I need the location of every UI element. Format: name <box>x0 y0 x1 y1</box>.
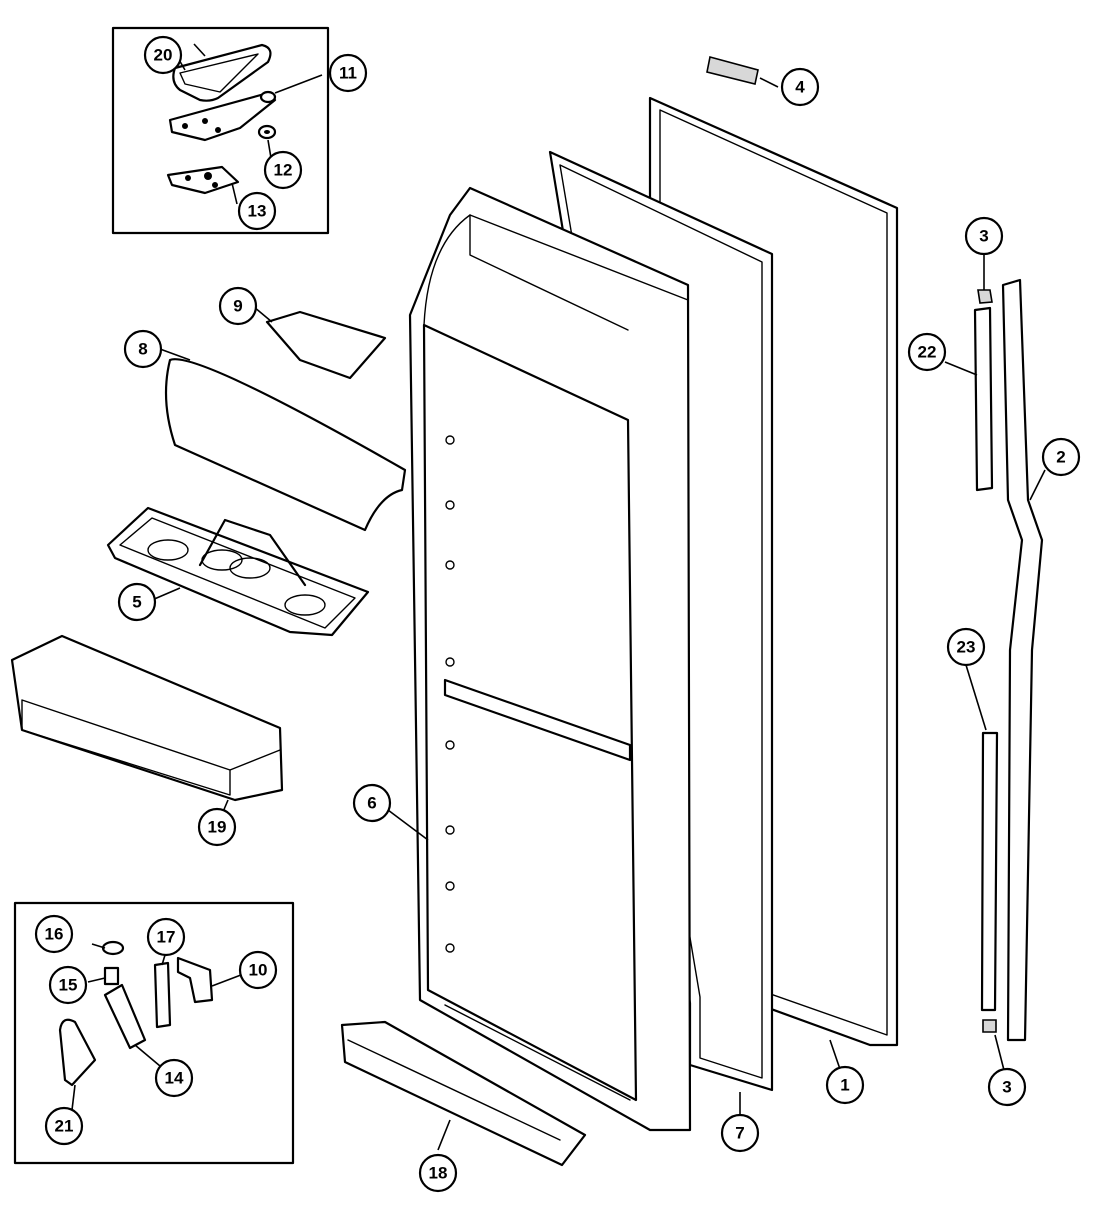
callout-13: 13 <box>237 191 277 231</box>
callout-22-label: 22 <box>918 343 937 362</box>
callout-6-label: 6 <box>367 794 376 813</box>
lower-hinge-inset-box <box>13 901 295 1165</box>
callout-10-label: 10 <box>249 961 268 980</box>
callout-13-label: 13 <box>248 202 267 221</box>
callout-19-label: 19 <box>208 818 227 837</box>
callout-2: 2 <box>1041 437 1081 477</box>
callout-17-label: 17 <box>157 928 176 947</box>
callout-8: 8 <box>123 329 163 369</box>
callout-10: 10 <box>238 950 278 990</box>
handle-mount-strip-lower <box>980 731 999 1012</box>
callout-20-label: 20 <box>154 46 173 65</box>
shelf-cover-part <box>164 358 407 532</box>
callout-3-top-label: 3 <box>979 227 988 246</box>
callout-19: 19 <box>197 807 237 847</box>
handle-mount-strip-upper <box>973 306 994 492</box>
door-bin-part <box>10 634 284 802</box>
callout-16: 16 <box>34 914 74 954</box>
callout-23-label: 23 <box>957 638 976 657</box>
callout-7-label: 7 <box>735 1124 744 1143</box>
callout-18-label: 18 <box>429 1164 448 1183</box>
handle-end-cap-lower <box>982 1019 997 1033</box>
callout-4: 4 <box>780 67 820 107</box>
upper-hinge-inset-box <box>111 26 330 235</box>
callout-23: 23 <box>946 627 986 667</box>
door-liner <box>408 186 692 1132</box>
callout-12: 12 <box>263 150 303 190</box>
hinge-cam-part <box>58 1018 97 1087</box>
callout-6: 6 <box>352 783 392 823</box>
callout-12-label: 12 <box>274 161 293 180</box>
callout-9: 9 <box>218 286 258 326</box>
callout-14: 14 <box>154 1058 194 1098</box>
hinge-pin-bushing-part <box>103 966 120 986</box>
hinge-cover-part <box>172 43 272 102</box>
door-plug-part <box>706 56 759 85</box>
callout-20: 20 <box>143 35 183 75</box>
hinge-bracket-part <box>153 961 172 1029</box>
callout-16-label: 16 <box>45 925 64 944</box>
callout-15-label: 15 <box>59 976 78 995</box>
egg-tray-part <box>106 506 370 637</box>
callout-4-label: 4 <box>795 78 805 97</box>
callout-21: 21 <box>44 1106 84 1146</box>
door-handle-part <box>1001 278 1044 1042</box>
callout-21-label: 21 <box>55 1117 74 1136</box>
callout-9-label: 9 <box>233 297 242 316</box>
callout-5: 5 <box>117 582 157 622</box>
hinge-washer-lower-part <box>101 940 125 956</box>
callout-18: 18 <box>418 1153 458 1193</box>
callout-3-top: 3 <box>964 216 1004 256</box>
handle-end-cap-upper <box>977 289 993 304</box>
hinge-plate-part <box>176 956 214 1004</box>
callout-1: 1 <box>825 1065 865 1105</box>
lower-door-bin-part <box>340 1020 587 1167</box>
callout-2-label: 2 <box>1056 448 1065 467</box>
hinge-shim-part <box>166 165 240 195</box>
callout-15: 15 <box>48 965 88 1005</box>
callout-8-label: 8 <box>138 340 147 359</box>
callout-1-label: 1 <box>840 1076 849 1095</box>
callout-17: 17 <box>146 917 186 957</box>
callout-3-bottom: 3 <box>987 1067 1027 1107</box>
lower-hinge-part <box>103 983 147 1050</box>
callout-7: 7 <box>720 1113 760 1153</box>
callout-22: 22 <box>907 332 947 372</box>
dispenser-flap-part <box>265 310 387 380</box>
callout-14-label: 14 <box>165 1069 184 1088</box>
callout-5-label: 5 <box>132 593 141 612</box>
callout-11: 11 <box>328 53 368 93</box>
callout-3-bottom-label: 3 <box>1002 1078 1011 1097</box>
callout-11-label: 11 <box>339 64 357 83</box>
